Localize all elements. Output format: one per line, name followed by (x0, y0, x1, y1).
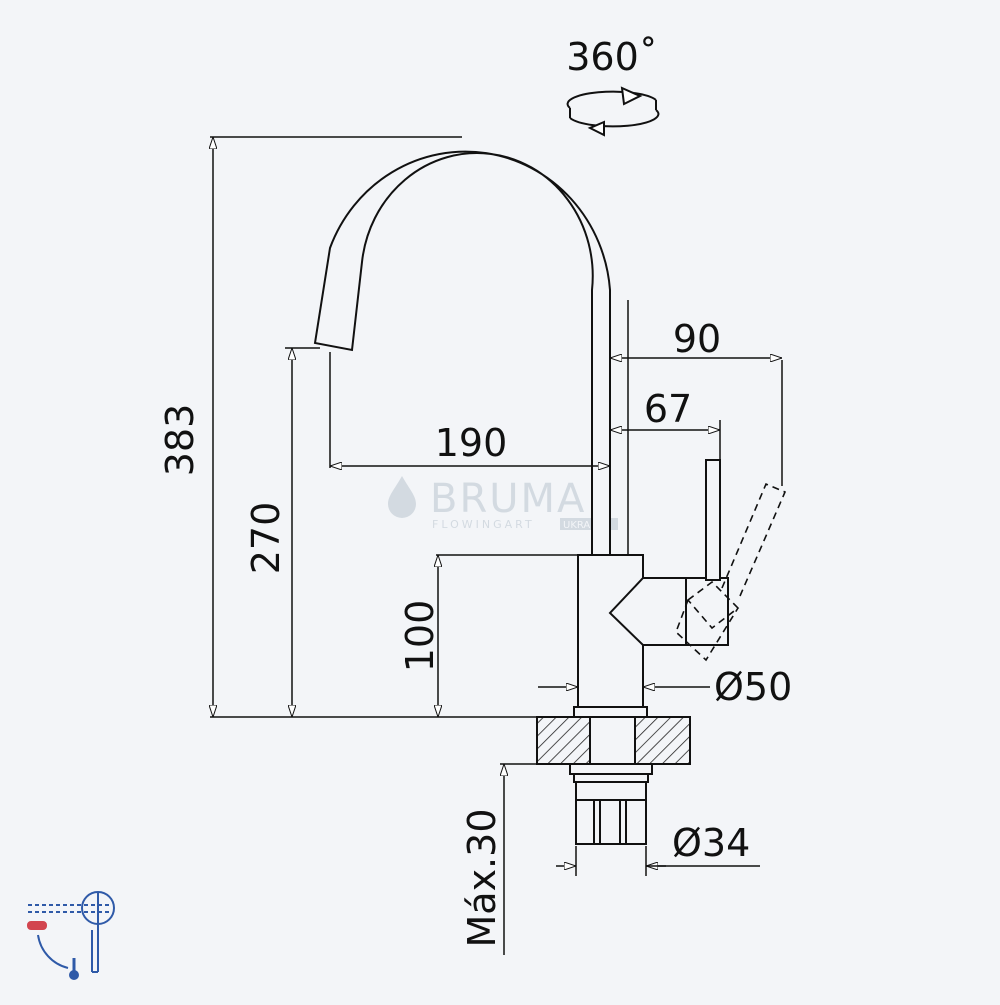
dimension-lines (213, 137, 782, 955)
label-deck-thickness: Máx.30 (460, 809, 504, 948)
label-handle: 67 (644, 387, 692, 431)
mounting-shank (569, 763, 653, 845)
watermark-brand: BRUMA (430, 476, 586, 522)
rotation-label: 360˚ (566, 35, 658, 79)
lever-handle (705, 459, 721, 581)
label-handle-open: 90 (673, 317, 721, 361)
faucet-body (313, 150, 729, 718)
watermark-tag-suffix: UKRAINE (563, 520, 607, 531)
water-drop-icon (388, 476, 416, 518)
brand-watermark: BRUMA FLOWINGART UKRAINE (388, 476, 618, 531)
deck-section (536, 716, 691, 765)
label-body-diameter: Ø50 (714, 665, 792, 709)
watermark-tagline: FLOWINGART (432, 518, 535, 531)
label-total-height: 383 (158, 404, 202, 477)
rotation-arrows-icon (566, 86, 660, 137)
label-body-height: 100 (398, 600, 442, 673)
spout (313, 150, 611, 555)
lever-open-position (675, 482, 787, 662)
single-lever-hot-cold-icon (27, 891, 115, 980)
base-collar (573, 706, 648, 718)
label-spout-height: 270 (244, 502, 288, 575)
label-spout-reach: 190 (435, 421, 508, 465)
lever-base (608, 577, 687, 646)
label-shank-diameter: Ø34 (672, 821, 750, 865)
rotation-indicator: 360˚ (566, 35, 660, 137)
